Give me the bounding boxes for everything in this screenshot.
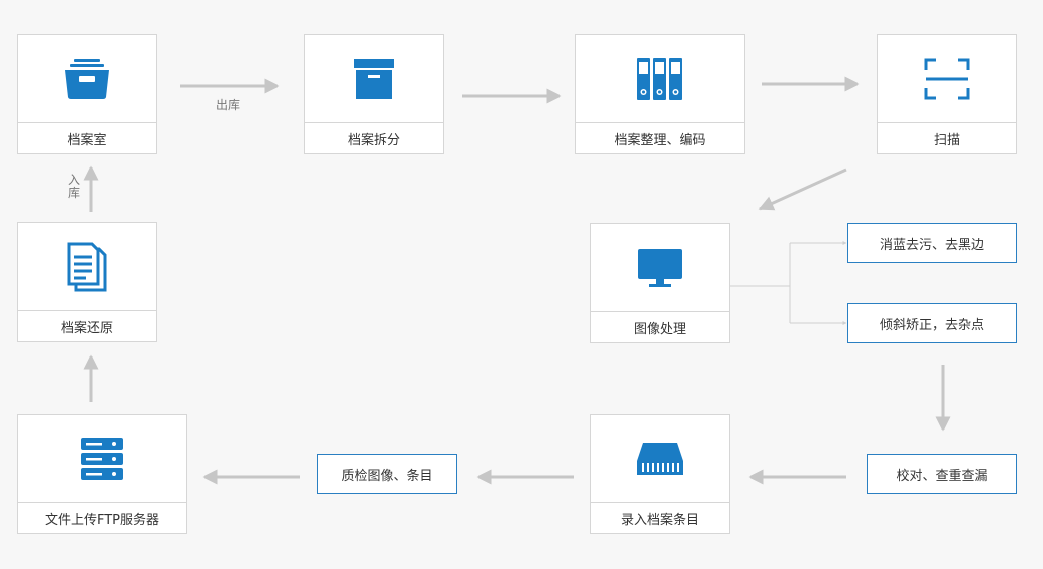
- documents-icon: [18, 223, 156, 311]
- substep-proofread: 校对、查重查漏: [867, 454, 1017, 494]
- server-icon: [18, 415, 186, 503]
- step-archive-room-label: 档案室: [18, 122, 156, 153]
- step-upload: 文件上传FTP服务器: [17, 414, 187, 534]
- step-organize: 档案整理、编码: [575, 34, 745, 154]
- step-restore-label: 档案还原: [18, 310, 156, 341]
- step-split-label: 档案拆分: [305, 122, 443, 153]
- hard-drive-icon: [591, 415, 729, 503]
- monitor-icon: [591, 224, 729, 312]
- file-box-icon: [18, 35, 156, 123]
- step-image-process: 图像处理: [590, 223, 730, 343]
- scan-icon: [878, 35, 1016, 123]
- step-upload-label: 文件上传FTP服务器: [18, 502, 186, 533]
- step-entry-label: 录入档案条目: [591, 502, 729, 533]
- step-scan: 扫描: [877, 34, 1017, 154]
- step-archive-room: 档案室: [17, 34, 157, 154]
- step-restore: 档案还原: [17, 222, 157, 342]
- binders-icon: [576, 35, 744, 123]
- step-scan-label: 扫描: [878, 122, 1016, 153]
- step-split: 档案拆分: [304, 34, 444, 154]
- annotation-in: 入库: [67, 173, 80, 200]
- arrow-scan-to-image: [758, 168, 847, 211]
- step-organize-label: 档案整理、编码: [576, 122, 744, 153]
- annotation-out: 出库: [216, 98, 241, 112]
- step-image-process-label: 图像处理: [591, 311, 729, 342]
- step-entry: 录入档案条目: [590, 414, 730, 534]
- substep-quality-check: 质检图像、条目: [317, 454, 457, 494]
- substep-descreen: 消蓝去污、去黑边: [847, 223, 1017, 263]
- substep-deskew: 倾斜矫正，去杂点: [847, 303, 1017, 343]
- image-process-connector: [730, 241, 847, 325]
- archive-box-icon: [305, 35, 443, 123]
